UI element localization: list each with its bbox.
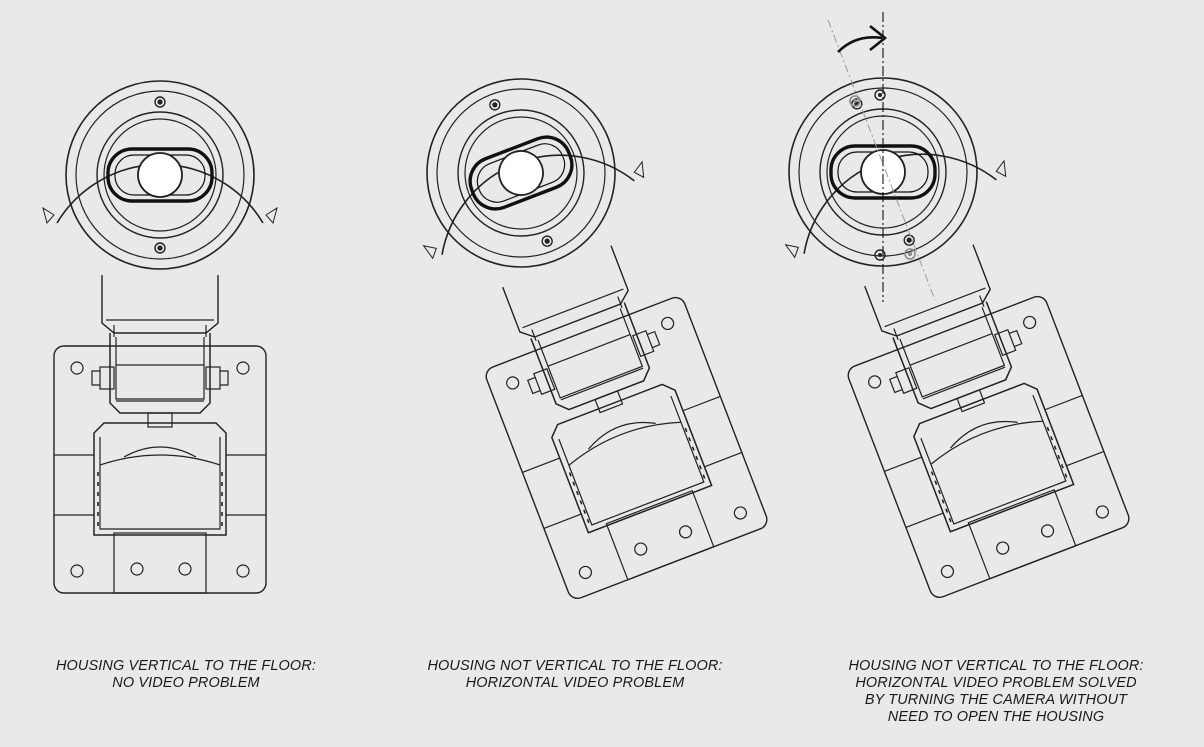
caption-line: HORIZONTAL VIDEO PROBLEM SOLVED — [855, 675, 1137, 691]
rotation-arrow-icon — [837, 36, 883, 53]
figure-housing-tilted-corrected — [739, 12, 1143, 605]
caption-corrected: HOUSING NOT VERTICAL TO THE FLOOR: HORIZ… — [800, 658, 1192, 726]
figure-housing-tilted — [377, 42, 781, 606]
caption-vertical: HOUSING VERTICAL TO THE FLOOR: NO VIDEO … — [0, 658, 372, 692]
caption-tilted: HOUSING NOT VERTICAL TO THE FLOOR: HORIZ… — [380, 658, 770, 692]
tilted-axis-line — [827, 19, 936, 301]
caption-line: NO VIDEO PROBLEM — [112, 675, 260, 691]
figure-housing-vertical — [42, 80, 278, 594]
caption-line: HOUSING VERTICAL TO THE FLOOR: — [55, 658, 317, 674]
caption-line: HORIZONTAL VIDEO PROBLEM — [465, 675, 685, 691]
caption-line: BY TURNING THE CAMERA WITHOUT — [864, 692, 1128, 708]
caption-line: HOUSING NOT VERTICAL TO THE FLOOR: — [427, 658, 723, 674]
caption-line: NEED TO OPEN THE HOUSING — [887, 709, 1105, 725]
caption-line: HOUSING NOT VERTICAL TO THE FLOOR: — [848, 658, 1144, 674]
